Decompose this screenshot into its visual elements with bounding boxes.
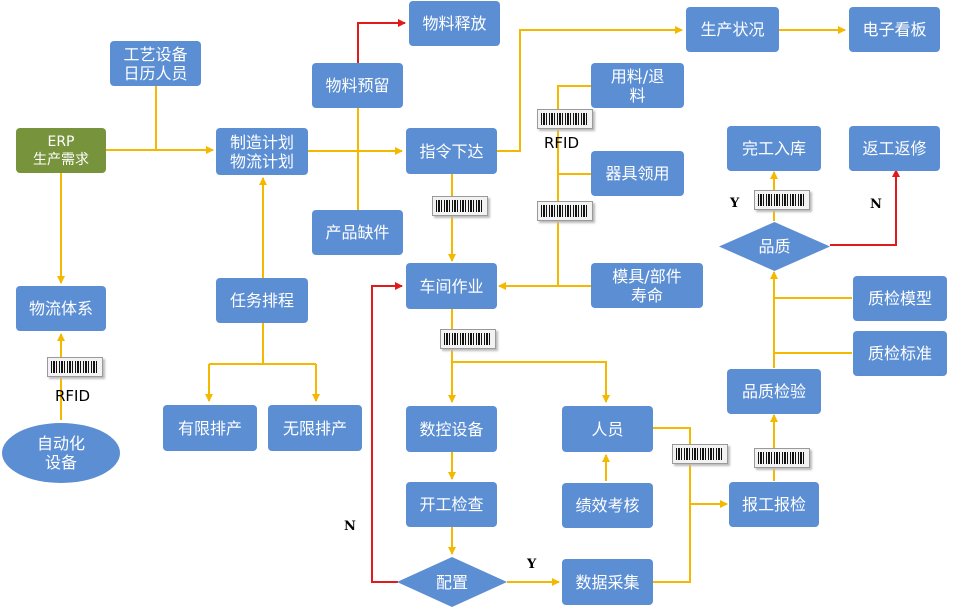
barcode-icon [672,444,728,464]
quality-inspection-node: 品质检验 [727,369,821,414]
diamond-shape [719,222,830,271]
rfid-label: RFID [55,387,91,405]
task-scheduling-node: 任务排程 [216,278,308,323]
cnc-equipment-node: 数控设备 [406,406,497,452]
barcode-icon [754,190,810,210]
quality-model-node: 质检模型 [853,276,947,321]
line-personnel-to-report [653,427,691,504]
diamond-shape [397,557,507,607]
rework-node: 返工返修 [849,126,940,171]
rfid-label: RFID [544,134,580,152]
yes-label: Y [527,557,537,572]
arrow-reserve-to-release [357,19,406,63]
no-label: N [870,197,882,212]
line-task-split [209,323,316,365]
quality-standard-node: 质检标准 [853,331,947,376]
personnel-node: 人员 [562,406,653,452]
barcode-icon [432,196,488,216]
production-status-node: 生产状况 [686,7,779,52]
manufacturing-plan-node: 制造计划 物流计划 [216,128,308,175]
no-label: N [344,519,356,534]
configuration-diamond: 配置 [397,557,507,607]
erp-demand-node: ERP 生产需求 [16,128,106,173]
quality-diamond: 品质 [719,222,830,271]
barcode-icon [754,448,810,468]
material-release-node: 物料释放 [409,1,500,46]
performance-review-node: 绩效考核 [562,483,653,528]
workshop-operation-node: 车间作业 [406,263,497,309]
electronic-board-node: 电子看板 [849,7,940,52]
arrow-workshop-to-personnel [452,361,610,403]
start-check-node: 开工检查 [406,482,497,527]
quality-label: 品质 [758,237,791,256]
logistics-system-node: 物流体系 [16,286,106,331]
barcode-icon [537,201,593,221]
barcode-icon [47,357,103,377]
configuration-label: 配置 [435,572,468,592]
completion-storage-node: 完工入库 [727,126,821,171]
arrow-config-reject-to-workshop [371,282,403,583]
data-collection-node: 数据采集 [562,559,653,605]
automation-equipment-node: 自动化 设备 [2,423,120,483]
line-data-to-report [653,504,691,583]
order-issue-node: 指令下达 [406,128,497,174]
infinite-scheduling-node: 无限排产 [268,405,362,451]
process-equipment-node: 工艺设备 日历人员 [110,41,201,86]
arrow-quality-reject-to-rework [830,169,900,246]
material-use-return-node: 用料/退 料 [591,63,684,108]
barcode-icon [440,329,496,349]
mold-part-life-node: 模具/部件 寿命 [591,263,703,308]
yes-label: Y [730,196,740,211]
finite-scheduling-node: 有限排产 [163,405,257,451]
arrow-order-to-status [497,26,683,152]
work-report-node: 报工报检 [729,482,819,527]
product-shortage-node: 产品缺件 [312,210,403,255]
tool-requisition-node: 器具领用 [591,151,684,196]
material-reserve-node: 物料预留 [312,63,403,108]
barcode-icon [537,109,593,129]
